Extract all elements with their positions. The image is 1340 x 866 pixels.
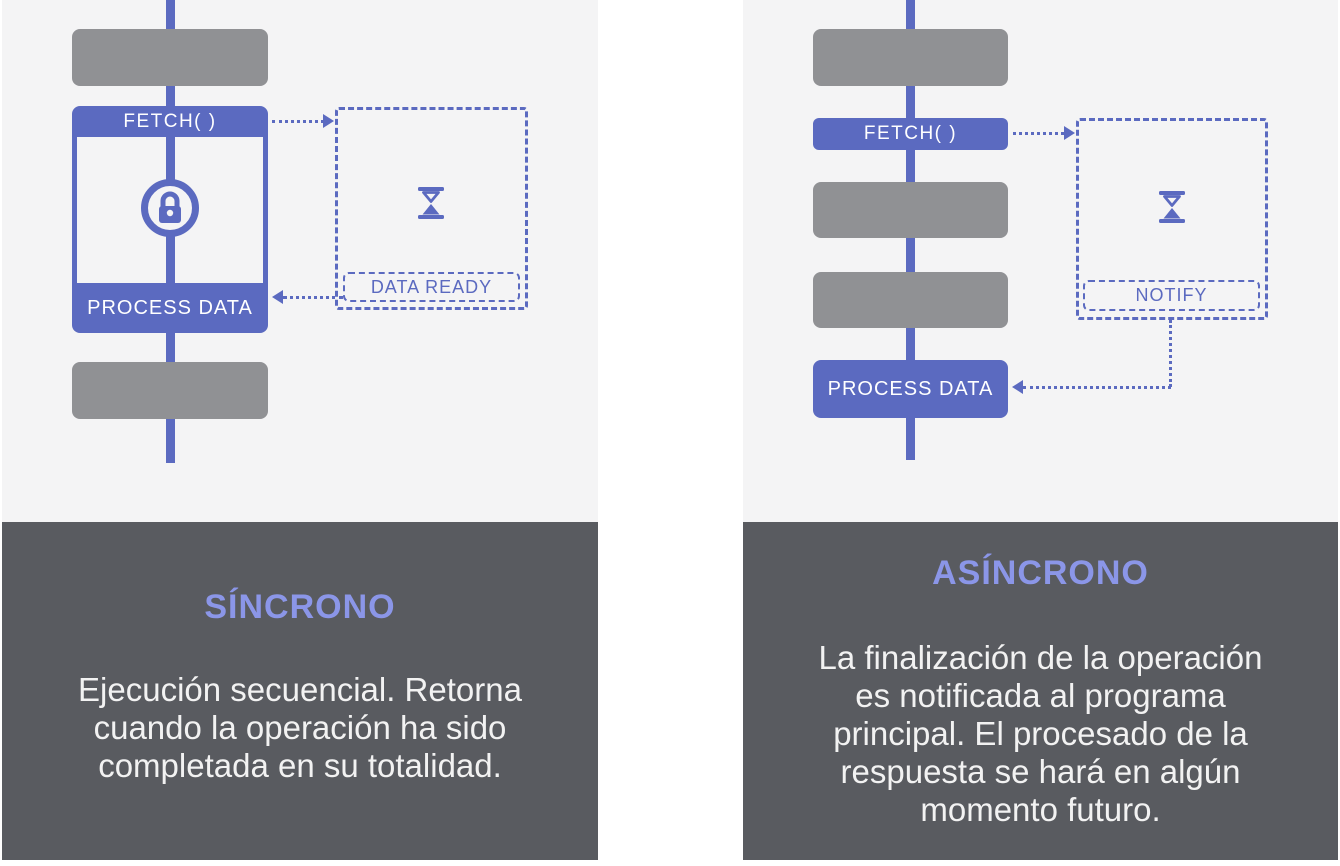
- lock-icon: [141, 179, 199, 237]
- data-ready-tag: DATA READY: [343, 272, 520, 302]
- right-process-data-button: PROCESS DATA: [813, 360, 1008, 418]
- left-program-block-bottom: [72, 362, 268, 419]
- arrow-fetch-to-wait-head: [323, 114, 334, 128]
- left-blocked-region: [77, 137, 263, 283]
- right-wait-box: [1076, 118, 1268, 320]
- left-blocking-call-container: FETCH( ) PROCESS DATA: [72, 106, 268, 333]
- arrow-fetch-to-wait-line: [272, 120, 324, 123]
- left-panel-caption-area: [2, 522, 598, 860]
- arrow-ready-to-process-line: [283, 296, 343, 299]
- right-panel-caption-area: [743, 522, 1338, 860]
- left-panel-title: SÍNCRONO: [204, 588, 396, 626]
- right-program-block-middle: [813, 182, 1008, 238]
- right-fetch-button: FETCH( ): [813, 118, 1008, 150]
- left-process-data-button: PROCESS DATA: [87, 296, 253, 319]
- hourglass-icon: [413, 185, 449, 221]
- right-program-block-top: [813, 29, 1008, 86]
- right-panel-description: La finalización de la operación es notif…: [818, 639, 1263, 828]
- arrow-notify-to-process-line: [1023, 386, 1171, 389]
- arrow-fetch-to-wait-line: [1013, 132, 1064, 135]
- left-wait-box: [335, 107, 528, 310]
- right-panel-title: ASÍNCRONO: [932, 554, 1149, 592]
- arrow-notify-to-process-head: [1012, 380, 1023, 394]
- left-fetch-button: FETCH( ): [123, 110, 217, 132]
- arrow-fetch-to-wait-head: [1064, 126, 1075, 140]
- hourglass-icon: [1154, 189, 1190, 225]
- notify-tag: NOTIFY: [1083, 280, 1260, 311]
- arrow-ready-to-process-head: [272, 290, 283, 304]
- right-program-block-lower: [813, 272, 1008, 328]
- left-panel-description: Ejecución secuencial. Retorna cuando la …: [78, 671, 522, 784]
- left-program-block-top: [72, 29, 268, 86]
- arrow-notify-vertical-line: [1169, 320, 1172, 387]
- right-panel-flow-area: [743, 0, 1338, 522]
